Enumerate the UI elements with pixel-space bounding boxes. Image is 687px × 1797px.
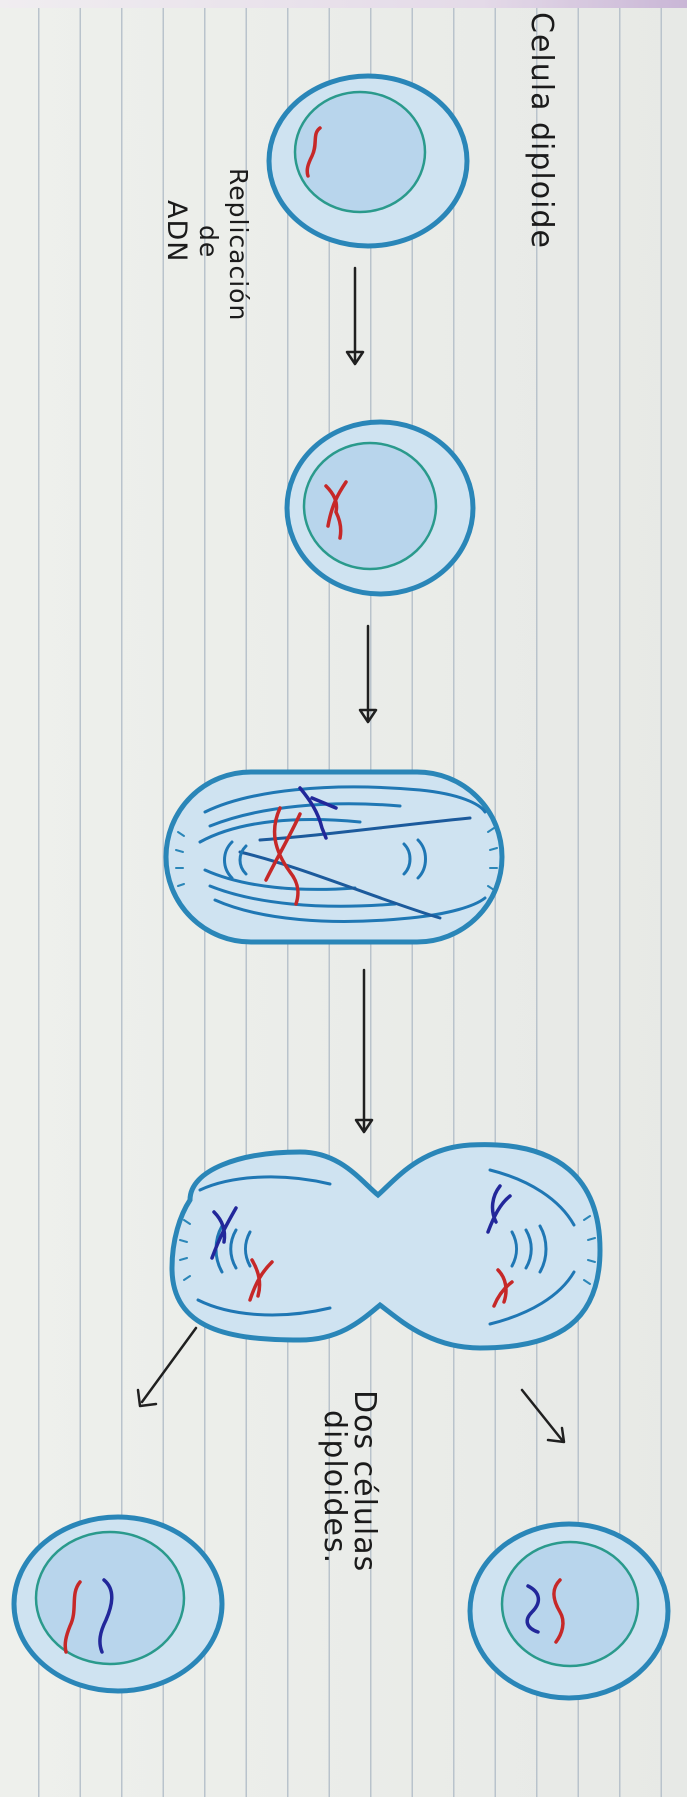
arrow-to-right-cell — [522, 1390, 564, 1442]
arrow-1 — [347, 268, 363, 364]
cell-membrane — [172, 1145, 600, 1348]
label-replication-line3: ADN — [161, 200, 192, 262]
nucleus — [304, 443, 436, 569]
arrow-3 — [356, 970, 372, 1132]
cell-daughter-right — [470, 1524, 668, 1698]
arrow-to-left-cell — [138, 1328, 196, 1406]
cell-membrane — [166, 772, 502, 942]
label-diploid-cell: Celula diploide — [524, 12, 559, 249]
label-result-line2: diploides. — [317, 1410, 352, 1564]
arrow-2 — [360, 626, 376, 722]
label-replication-line1: Replicación — [224, 168, 253, 321]
cell-daughter-left — [14, 1517, 222, 1691]
cell-spindle — [166, 772, 502, 942]
cell-replicated — [287, 422, 473, 594]
cell-diploid — [269, 76, 467, 246]
cell-cytokinesis — [172, 1145, 600, 1348]
label-replication-line2: de — [194, 225, 223, 258]
nucleus — [502, 1542, 638, 1666]
